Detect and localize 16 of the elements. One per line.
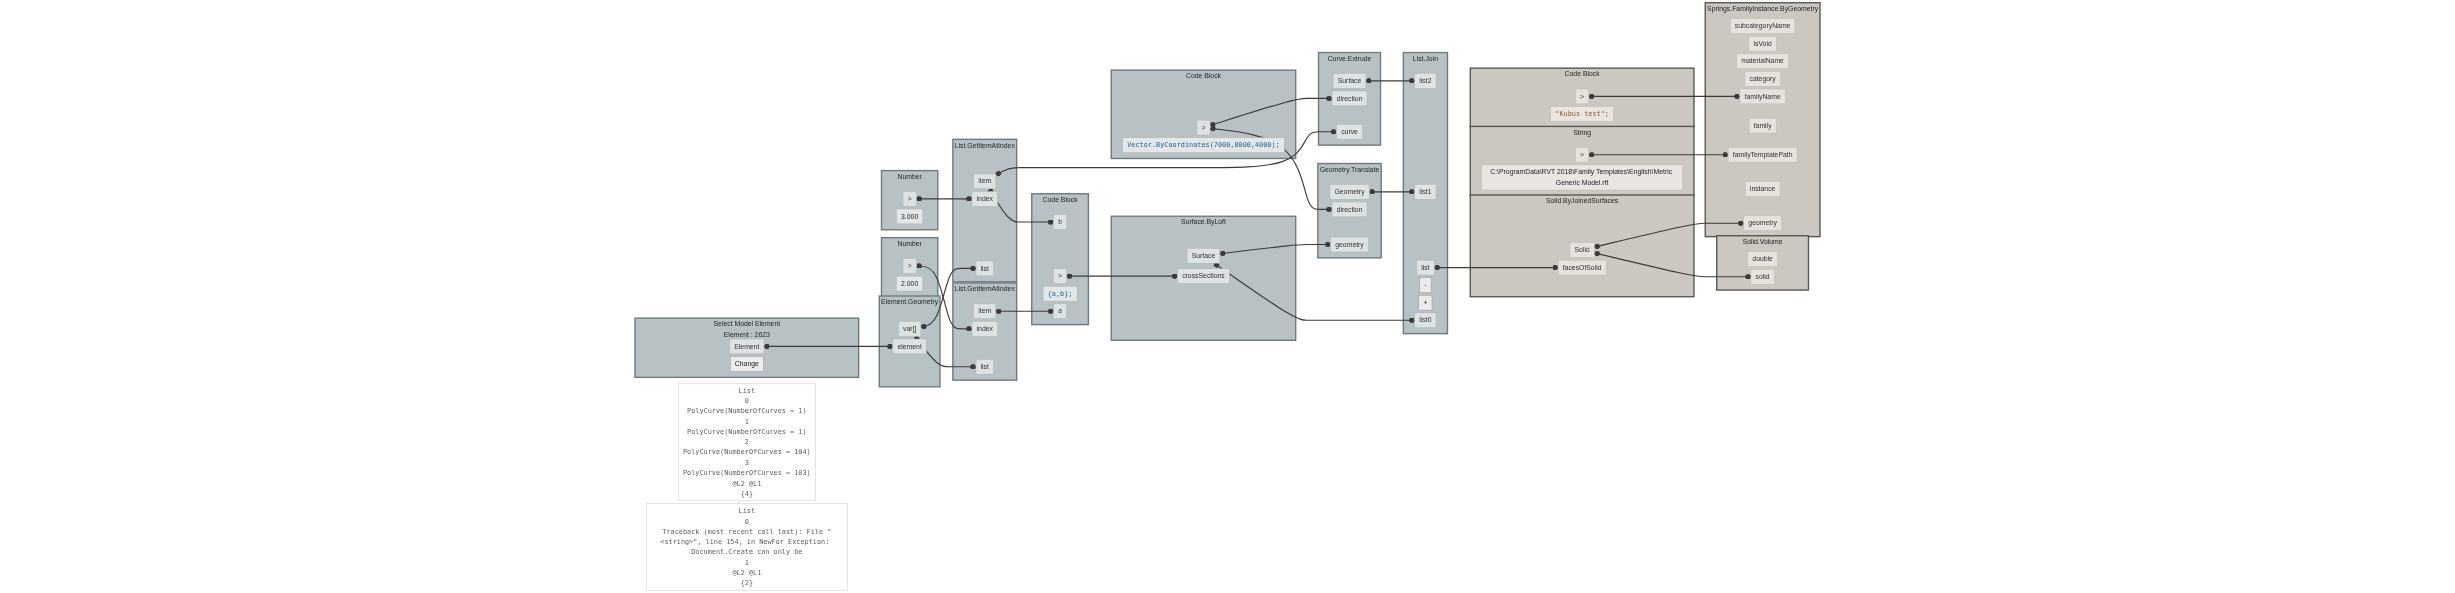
connector: [915, 196, 973, 202]
connector: [1433, 264, 1559, 271]
connector: [1066, 273, 1179, 279]
connector: [1588, 93, 1741, 100]
connector: [995, 308, 1055, 315]
connector: [987, 188, 1055, 225]
connector: [1593, 220, 1745, 250]
connector: [1368, 189, 1416, 195]
connector: [1593, 250, 1752, 280]
connector: [763, 343, 894, 350]
connector: [1219, 241, 1332, 257]
connector: [1588, 151, 1729, 158]
connector: [1365, 78, 1416, 84]
connector: [995, 129, 1338, 177]
connector: [1209, 95, 1333, 128]
connector: [1213, 262, 1416, 324]
